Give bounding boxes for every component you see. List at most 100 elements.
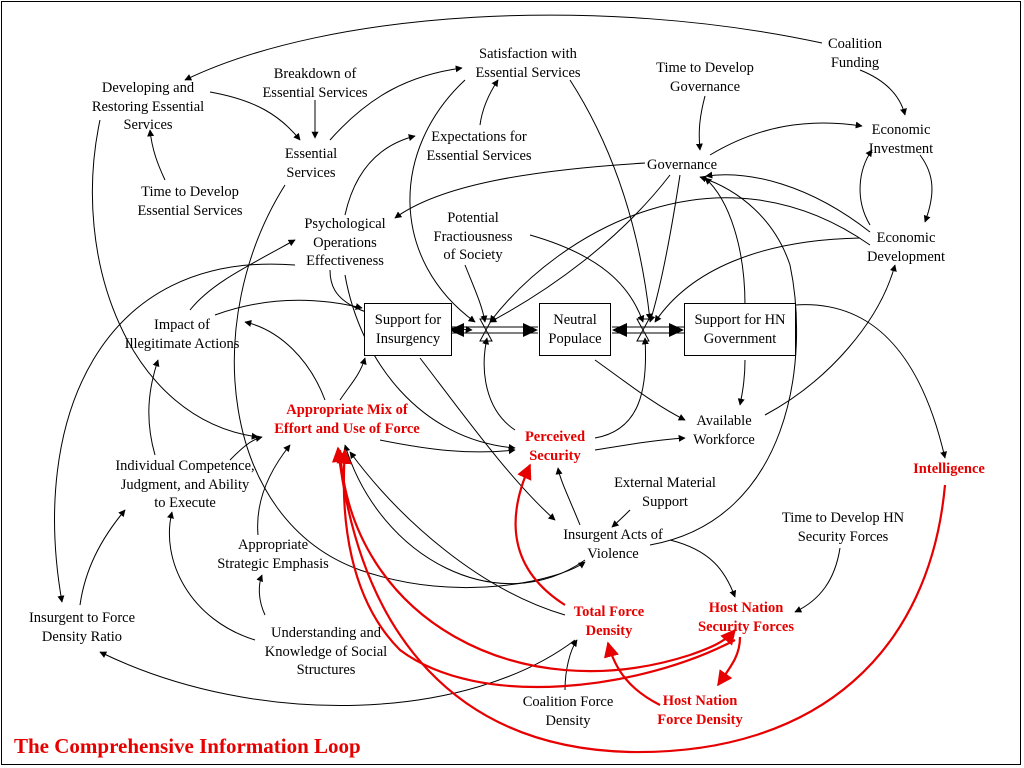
node-time-develop-governance: Time to Develop Governance <box>656 60 754 95</box>
link-mix-to-support-ins <box>339 357 367 401</box>
flow-arrow-into-neutral-right <box>612 323 627 337</box>
node-total-force-density: Total Force Density <box>573 604 645 639</box>
link-developing-to-mix <box>91 119 259 440</box>
link-strategic-to-mix <box>257 444 291 536</box>
link-hn-security-to-density <box>717 636 742 687</box>
link-understanding-to-competence <box>167 511 256 641</box>
node-potential-fractiousness: Potential Fractiousness of Society <box>433 210 513 263</box>
link-hn-security-to-mix <box>336 448 736 689</box>
stock-support-hn-government-label: Support for HN Government <box>694 312 786 347</box>
link-essential-to-mix <box>233 184 586 589</box>
link-fractiousness-to-valve-hn <box>529 234 645 323</box>
link-governance-to-valve-hn <box>648 174 681 323</box>
link-time-hn-to-hn-security <box>794 547 841 613</box>
valve-hn <box>636 318 650 342</box>
flow-arrow-into-hn <box>669 323 684 337</box>
node-appropriate-strategic: Appropriate Strategic Emphasis <box>217 537 329 572</box>
node-breakdown-essential: Breakdown of Essential Services <box>262 66 368 101</box>
link-funding-to-investment <box>859 69 907 116</box>
link-intelligence-to-mix <box>331 446 947 754</box>
link-essential-to-satisfaction <box>329 65 463 141</box>
node-satisfaction-essential: Satisfaction with Essential Services <box>475 46 581 81</box>
link-hn-density-to-total <box>604 641 661 706</box>
link-psyops-to-ratio <box>54 263 296 603</box>
link-development-to-valve-hn <box>654 237 861 323</box>
link-development-to-valve-ins <box>489 197 871 323</box>
link-acts-to-hn-security <box>669 539 737 598</box>
stock-neutral-populace: Neutral Populace <box>539 303 611 356</box>
link-total-to-perceived <box>514 463 566 606</box>
link-support-ins-to-acts <box>419 357 556 521</box>
link-coalition-to-total <box>564 639 578 691</box>
node-psyops: Psychological Operations Effectiveness <box>304 216 386 269</box>
link-satisfaction-to-neutral-hn <box>569 79 653 321</box>
diagram-title: The Comprehensive Information Loop <box>14 734 361 758</box>
node-appropriate-mix: Appropriate Mix of Effort and Use of For… <box>274 402 420 437</box>
stock-support-hn-government: Support for HN Government <box>684 303 796 356</box>
link-development-to-governance <box>705 171 871 233</box>
link-time-es-to-developing <box>147 129 166 181</box>
link-hn-support-to-intelligence <box>794 304 947 459</box>
link-expectations-to-satisfaction <box>479 79 499 126</box>
stock-support-insurgency: Support for Insurgency <box>364 303 452 356</box>
flow-arrow-into-neutral-left <box>523 323 538 337</box>
link-mix-to-hn-security <box>338 449 736 673</box>
link-acts-to-perceived <box>555 467 581 526</box>
link-acts-to-mix <box>343 444 586 585</box>
link-satisfaction-to-neutral-ins <box>409 79 476 323</box>
link-impact-to-support-ins <box>214 299 363 316</box>
node-time-develop-essential: Time to Develop Essential Services <box>137 184 243 219</box>
link-ratio-to-competence <box>79 509 126 606</box>
node-economic-development: Economic Development <box>866 230 946 265</box>
node-perceived-security: Perceived Security <box>524 429 586 464</box>
stock-neutral-populace-label: Neutral Populace <box>548 312 602 347</box>
link-workforce-to-development <box>764 264 897 416</box>
flow-arrow-into-insurgency <box>449 323 464 337</box>
link-hn-support-to-governance <box>704 177 746 306</box>
link-governance-to-psyops <box>394 162 646 219</box>
link-developing-to-essential <box>209 91 301 141</box>
link-psyops-to-perceived <box>344 274 516 451</box>
node-governance: Governance <box>646 157 718 173</box>
link-total-to-ratio <box>99 639 576 706</box>
node-time-develop-hn: Time to Develop HN Security Forces <box>781 510 905 545</box>
node-host-nation-force-density: Host Nation Force Density <box>657 693 743 728</box>
link-competence-to-mix <box>229 435 263 461</box>
node-coalition-funding: Coalition Funding <box>828 36 882 71</box>
node-economic-investment: Economic Investment <box>868 122 934 157</box>
valve-ins <box>479 318 493 342</box>
link-perceived-to-valve-ins <box>482 337 516 431</box>
link-time-gov-to-governance <box>695 95 706 151</box>
node-expectations-essential: Expectations for Essential Services <box>426 129 532 164</box>
node-developing-restoring: Developing and Restoring Essential Servi… <box>91 80 205 133</box>
link-competence-to-impact <box>148 359 160 456</box>
node-available-workforce: Available Workforce <box>693 413 755 448</box>
link-development-to-investment <box>859 149 873 226</box>
link-mix-to-impact <box>244 319 326 401</box>
node-coalition-force-density: Coalition Force Density <box>522 694 614 729</box>
node-host-nation-security: Host Nation Security Forces <box>698 600 794 635</box>
link-perceived-to-workforce <box>594 434 686 451</box>
node-individual-competence: Individual Competence, Judgment, and Abi… <box>115 458 255 511</box>
link-governance-to-valve-ins <box>489 174 671 323</box>
node-intelligence: Intelligence <box>913 461 985 477</box>
link-understanding-to-strategic <box>256 574 266 616</box>
link-fractiousness-to-valve-ins <box>464 264 488 323</box>
link-impact-to-psyops <box>189 239 296 311</box>
link-external-to-acts <box>611 509 631 528</box>
node-insurgent-force-ratio: Insurgent to Force Density Ratio <box>28 610 136 645</box>
link-governance-to-investment <box>709 121 863 156</box>
link-psyops-to-expectations <box>344 134 416 216</box>
link-investment-to-development <box>919 154 933 223</box>
node-essential-services: Essential Services <box>284 146 338 181</box>
link-perceived-to-valve-hn <box>594 337 649 439</box>
link-total-to-mix <box>349 451 566 616</box>
node-insurgent-acts: Insurgent Acts of Violence <box>563 527 663 562</box>
link-hn-support-to-workforce <box>737 359 746 406</box>
link-ins-acts-to-governance <box>649 175 798 546</box>
stock-support-insurgency-label: Support for Insurgency <box>374 312 442 347</box>
link-mix-to-perceived <box>379 439 516 455</box>
